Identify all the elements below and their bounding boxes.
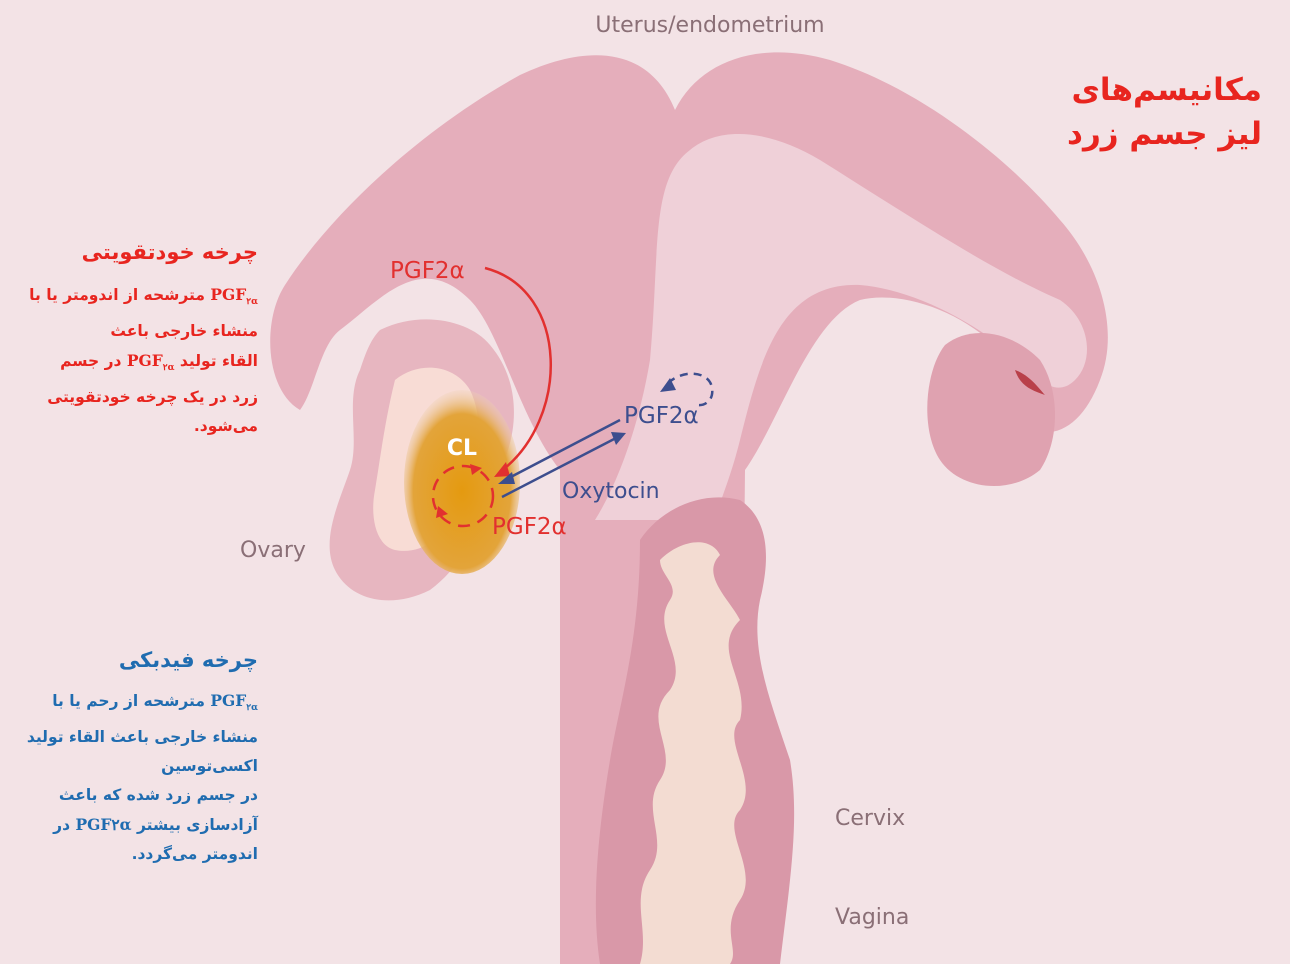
feedback-line-4: در جسم زرد شده که باعث (0, 781, 258, 810)
pgf-term: PGF۲α (210, 691, 258, 710)
autocrine-line-3-post: در جسم (60, 352, 127, 370)
pgf-sub: ۲α (246, 297, 258, 307)
uterus-label: Uterus/endometrium (595, 13, 824, 38)
pgf-right-label: PGF2α (624, 403, 699, 429)
autocrine-heading: چرخه خودتقویتی (0, 240, 258, 264)
vagina-label: Vagina (835, 905, 909, 930)
pgf-text: PGF (210, 285, 246, 304)
pgf-bottom-label: PGF2α (492, 514, 567, 540)
title-line-1: مکانیسم‌های (932, 68, 1262, 112)
pgf-term: PGF۲α (210, 285, 258, 304)
autocrine-line-1-text: مترشحه از اندومتر یا با (29, 286, 210, 304)
oxytocin-label: Oxytocin (562, 479, 660, 504)
page-title: مکانیسم‌های لیز جسم زرد (932, 68, 1262, 156)
autocrine-line-3: القاء تولید PGF۲α در جسم (0, 346, 258, 383)
autocrine-line-1: PGF۲α مترشحه از اندومتر یا با (0, 280, 258, 317)
feedback-line-5-post: در (53, 816, 75, 834)
pgf-sub: ۲α (246, 703, 258, 713)
autocrine-line-2: منشاء خارجی باعث (0, 317, 258, 346)
title-line-2: لیز جسم زرد (932, 112, 1262, 156)
feedback-line-5-pre: آزادسازی بیشتر (132, 816, 258, 834)
feedback-line-2: منشاء خارجی باعث القاء تولید (0, 723, 258, 752)
cervix-label: Cervix (835, 806, 905, 831)
feedback-line-3: اکسی‌توسین (0, 752, 258, 781)
autocrine-line-4: زرد در یک چرخه خودتقویتی (0, 383, 258, 412)
autocrine-body: PGF۲α مترشحه از اندومتر یا با منشاء خارج… (0, 280, 258, 441)
feedback-line-1-text: مترشحه از رحم یا با (52, 692, 210, 710)
pgf-sub: ۲α (163, 363, 175, 373)
feedback-line-1: PGF۲α مترشحه از رحم یا با (0, 686, 258, 723)
feedback-line-5: آزادسازی بیشتر PGF۲α در (0, 810, 258, 840)
ovary-label: Ovary (240, 538, 306, 563)
pgf-top-label: PGF2α (390, 258, 465, 284)
feedback-body: PGF۲α مترشحه از رحم یا با منشاء خارجی با… (0, 686, 258, 869)
pgf-text: PGF (210, 691, 246, 710)
autocrine-line-5: می‌شود. (0, 412, 258, 441)
feedback-heading: چرخه فیدبکی (0, 648, 258, 672)
pgf-text: PGF (127, 351, 163, 370)
feedback-line-5-pgf: PGF۲α (75, 815, 131, 834)
feedback-line-6: اندومتر می‌گردد. (0, 840, 258, 869)
cl-label: CL (447, 436, 477, 461)
autocrine-line-3-pre: القاء تولید (175, 352, 258, 370)
pgf-term: PGF۲α (127, 351, 175, 370)
